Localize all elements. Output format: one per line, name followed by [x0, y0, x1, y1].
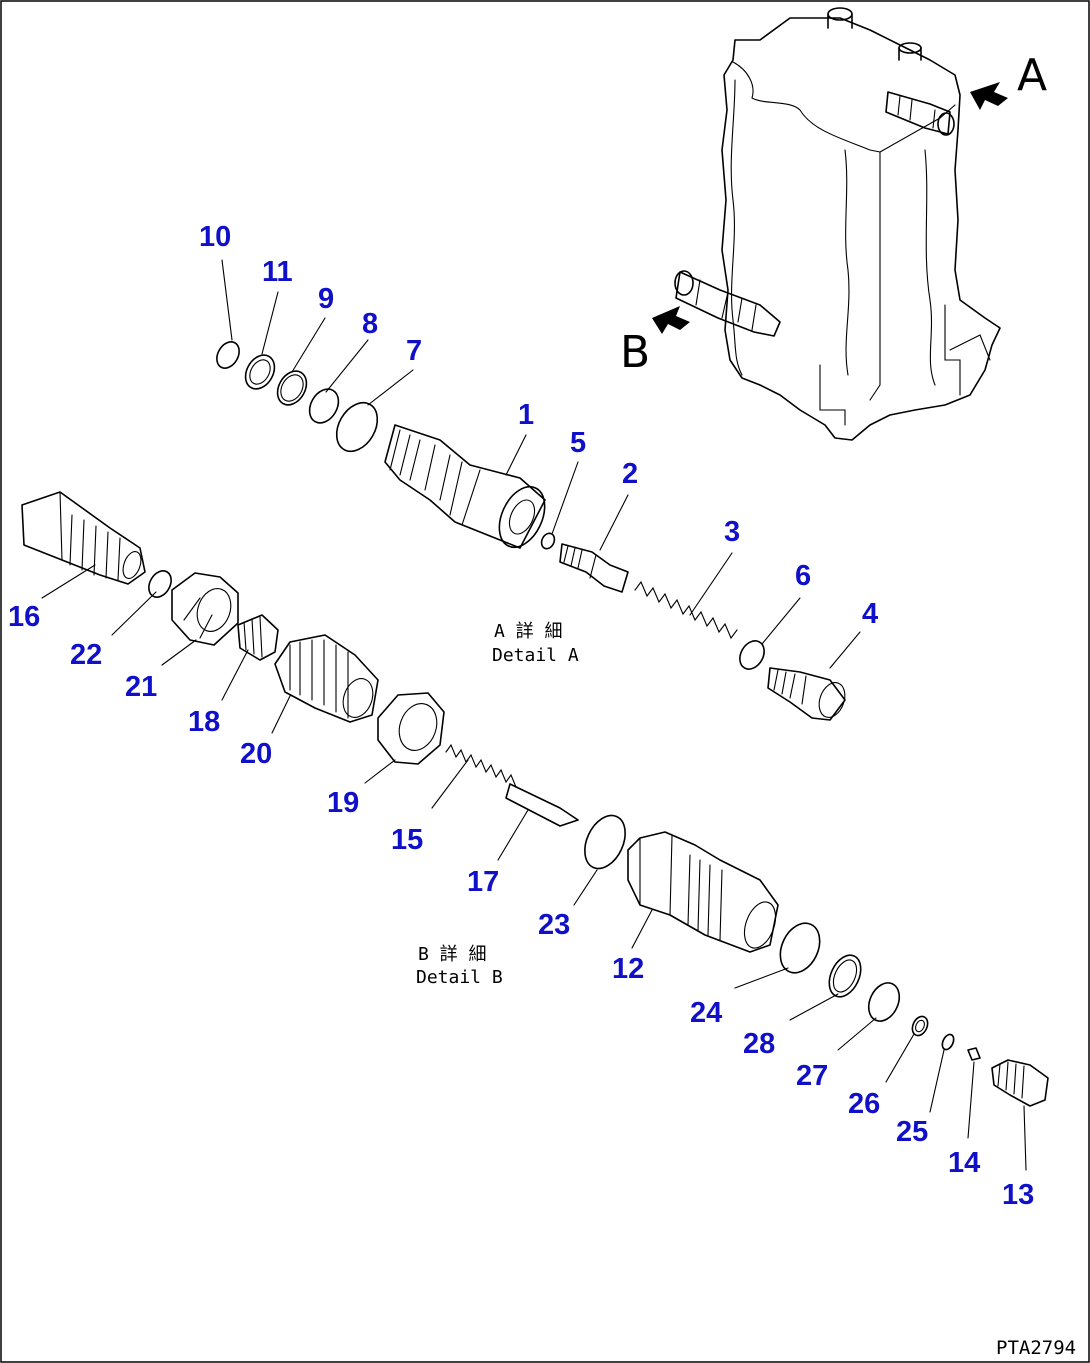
callout-5: 5 — [570, 427, 586, 459]
callout-10: 10 — [199, 221, 231, 253]
callout-3: 3 — [724, 516, 740, 548]
part-23-oring — [584, 814, 626, 870]
callout-7: 7 — [406, 335, 422, 367]
part-7-oring — [335, 401, 379, 453]
callout-numbers: 10 11 9 8 7 1 5 2 3 6 4 16 22 21 18 20 1… — [8, 221, 1034, 1211]
part-12-cartridge — [627, 831, 779, 953]
callout-25: 25 — [896, 1116, 928, 1148]
part-10-oring — [216, 341, 240, 369]
leader-lines — [41, 259, 1027, 1171]
view-label-b: B — [620, 327, 650, 378]
callout-24: 24 — [690, 997, 722, 1029]
callout-6: 6 — [795, 560, 811, 592]
part-27-oring — [867, 982, 901, 1022]
callout-2: 2 — [622, 458, 638, 490]
callout-21: 21 — [125, 671, 157, 703]
callout-22: 22 — [70, 639, 102, 671]
callout-18: 18 — [188, 706, 220, 738]
view-arrow-b — [652, 306, 690, 334]
part-11-ring — [244, 354, 276, 390]
part-20-body — [274, 634, 379, 723]
callout-1: 1 — [518, 399, 534, 431]
detail-b-caption-en: Detail B — [416, 967, 503, 988]
detail-a-parts — [216, 341, 846, 721]
callout-23: 23 — [538, 909, 570, 941]
view-arrow-a — [970, 82, 1008, 110]
detail-a-caption-en: Detail A — [492, 645, 579, 666]
callout-14: 14 — [948, 1147, 980, 1179]
part-24-oring — [779, 922, 821, 974]
detail-a-caption-jp: A 詳 細 — [494, 621, 563, 642]
callout-4: 4 — [862, 598, 878, 630]
part-16-adapter — [21, 491, 146, 585]
view-label-a: A — [1017, 50, 1047, 101]
part-25-oring — [941, 1033, 955, 1051]
valve-body-assembly — [674, 7, 1001, 441]
detail-b-caption-jp: B 詳 細 — [418, 944, 487, 965]
callout-20: 20 — [240, 738, 272, 770]
callout-11: 11 — [262, 256, 293, 288]
part-21-nut — [171, 572, 239, 646]
callout-28: 28 — [743, 1028, 775, 1060]
part-4-plug — [767, 667, 846, 721]
callout-9: 9 — [318, 283, 334, 315]
callout-26: 26 — [848, 1088, 880, 1120]
callout-13: 13 — [1002, 1179, 1034, 1211]
part-1-cartridge — [384, 424, 546, 549]
callout-15: 15 — [391, 824, 423, 856]
part-3-spring — [634, 580, 738, 640]
part-28-ring — [828, 954, 862, 998]
callout-16: 16 — [8, 601, 40, 633]
part-2-poppet — [559, 543, 629, 593]
part-22-oring — [148, 570, 172, 598]
callout-8: 8 — [362, 308, 378, 340]
callout-17: 17 — [467, 866, 499, 898]
part-8-oring — [308, 388, 340, 424]
part-26-ring — [911, 1015, 929, 1037]
callout-12: 12 — [612, 953, 644, 985]
part-9-ring — [276, 370, 308, 406]
part-19-nut — [377, 692, 445, 765]
part-5-ball — [540, 532, 556, 550]
part-6-oring — [739, 640, 765, 670]
part-18-sleeve — [237, 614, 279, 661]
part-13-plug — [991, 1059, 1049, 1107]
callout-19: 19 — [327, 787, 359, 819]
callout-27: 27 — [796, 1060, 828, 1092]
detail-b-parts — [21, 491, 1049, 1107]
part-14-ball — [967, 1047, 981, 1061]
part-15-spring — [445, 743, 517, 788]
part-17-needle — [505, 783, 579, 827]
drawing-code: PTA2794 — [996, 1337, 1076, 1359]
